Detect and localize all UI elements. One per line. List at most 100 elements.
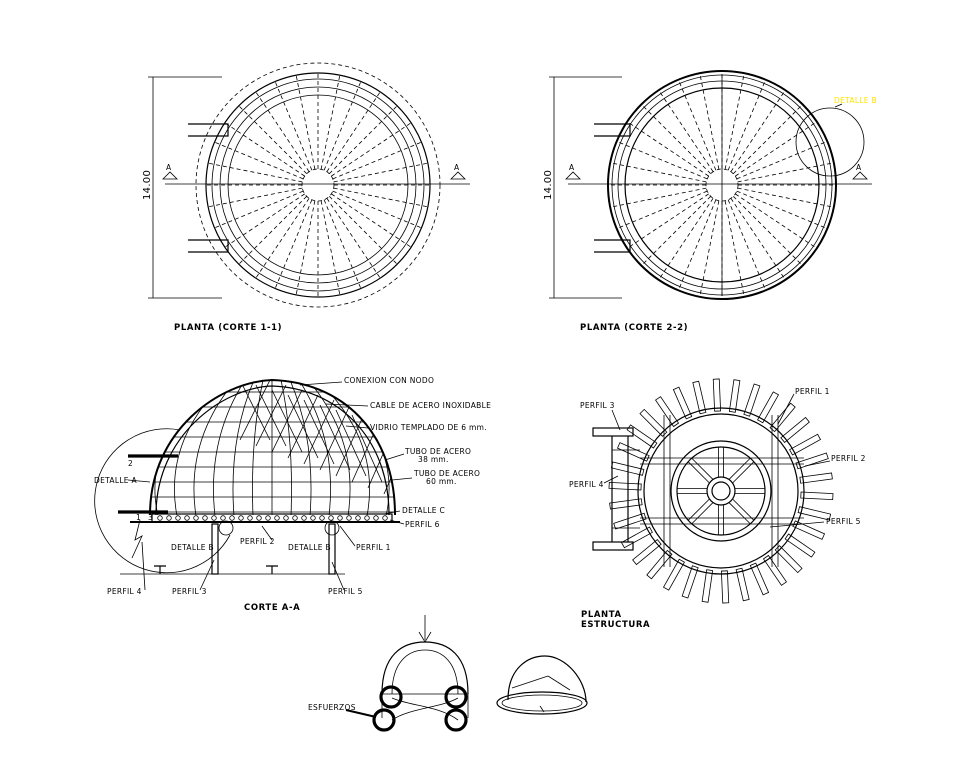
outer-spoke bbox=[769, 402, 796, 433]
radial-rib bbox=[320, 75, 341, 170]
plan2-dimension-text: 14.00 bbox=[543, 170, 554, 200]
dome-diagonal-member bbox=[303, 399, 335, 465]
radial-rib bbox=[295, 75, 316, 170]
dome-vertical-member bbox=[298, 380, 331, 515]
plan-view-1: 14.00 A A PLANTA (CORTE 1-1) bbox=[142, 62, 470, 333]
plan1-support-top bbox=[188, 123, 229, 137]
dome-diagonal-member bbox=[239, 380, 271, 441]
outer-spoke bbox=[639, 408, 668, 437]
struct-hub-outer bbox=[706, 476, 736, 506]
outer-spoke bbox=[749, 562, 770, 596]
label-vidrio: VIDRIO TEMPLADO DE 6 mm. bbox=[370, 423, 487, 432]
base-node bbox=[157, 515, 163, 521]
outer-spoke bbox=[735, 567, 750, 602]
struct-label-perfil2: PERFIL 2 bbox=[831, 454, 866, 463]
detail-a-bubble bbox=[94, 428, 231, 574]
dome-diagonal-member bbox=[255, 384, 287, 447]
arch-inner bbox=[391, 649, 459, 695]
outer-spoke bbox=[616, 442, 650, 462]
plan2-detail-leader bbox=[834, 103, 843, 108]
leader-perfil1 bbox=[339, 525, 356, 547]
outer-spoke bbox=[797, 506, 832, 521]
radial-rib bbox=[238, 105, 307, 174]
dome3d-shell bbox=[507, 655, 587, 703]
leader-perfil3 bbox=[199, 559, 215, 591]
base-node bbox=[211, 515, 217, 521]
base-node bbox=[283, 515, 289, 521]
struct-inner-ring-a bbox=[670, 440, 772, 542]
base-node bbox=[346, 515, 352, 521]
plan1-support-bottom bbox=[188, 239, 229, 253]
plan1-ring-innermost bbox=[227, 94, 409, 276]
radial-rib bbox=[255, 91, 310, 172]
outer-spoke bbox=[795, 452, 829, 470]
leader-tubo60 bbox=[391, 477, 413, 481]
plan1-section-arrow-left bbox=[162, 171, 178, 180]
label-perfil2: PERFIL 2 bbox=[240, 537, 275, 546]
dome-3d-sketch bbox=[496, 655, 588, 715]
struct-leader-p1 bbox=[777, 393, 795, 425]
dome-vertical-member bbox=[307, 380, 351, 515]
base-node bbox=[301, 515, 307, 521]
radial-rib bbox=[724, 200, 745, 297]
outer-spoke bbox=[743, 383, 761, 417]
label-detalle-c: DETALLE C bbox=[402, 506, 445, 515]
base-node bbox=[292, 515, 298, 521]
outer-spoke bbox=[626, 424, 658, 449]
dome-vertical-member bbox=[213, 380, 246, 515]
esfuerzos-label: ESFUERZOS bbox=[308, 703, 356, 712]
radial-rib bbox=[737, 187, 834, 208]
esfuerzos-leader bbox=[345, 709, 377, 718]
dome-vertical-member bbox=[280, 380, 292, 515]
plan1-radial-ribs bbox=[206, 73, 430, 297]
base-node bbox=[247, 515, 253, 521]
dome-vertical-member bbox=[174, 380, 228, 515]
base-node bbox=[310, 515, 316, 521]
stress-node-top-left bbox=[379, 685, 403, 709]
outer-spoke bbox=[712, 378, 722, 412]
radial-rib bbox=[274, 199, 313, 289]
plan1-outer-dashed-ring bbox=[195, 62, 441, 308]
radial-rib bbox=[333, 187, 428, 208]
plan2-section-arrow-right bbox=[852, 171, 868, 180]
arch-tie-cables bbox=[391, 697, 459, 721]
base-node bbox=[337, 515, 343, 521]
radial-rib bbox=[736, 190, 828, 229]
struct-support-top bbox=[592, 427, 634, 437]
base-node bbox=[328, 515, 334, 521]
column-left bbox=[211, 523, 219, 575]
base-node bbox=[238, 515, 244, 521]
base-node bbox=[319, 515, 325, 521]
outer-spoke bbox=[701, 569, 714, 603]
struct-title-line1: PLANTA bbox=[581, 610, 622, 620]
base-node bbox=[256, 515, 262, 521]
struct-leader-p5 bbox=[769, 521, 825, 528]
radial-rib bbox=[724, 73, 745, 170]
struct-outer-ring-a bbox=[637, 407, 805, 575]
outer-spoke bbox=[780, 416, 810, 444]
arch-outer bbox=[381, 641, 469, 695]
outer-spoke bbox=[662, 558, 685, 591]
outer-spoke bbox=[672, 386, 693, 420]
radial-rib bbox=[326, 91, 381, 172]
dome-diagonal-member bbox=[335, 409, 367, 477]
label-perfil3: PERFIL 3 bbox=[172, 587, 207, 596]
radial-rib bbox=[331, 122, 412, 177]
plan2-title: PLANTA (CORTE 2-2) bbox=[580, 323, 688, 333]
section-a-a: 2 1 3 CONEXION CON NODO CABLE DE ACERO I… bbox=[94, 376, 491, 613]
label-perfil6: PERFIL 6 bbox=[405, 520, 440, 529]
dome-vertical-member bbox=[154, 380, 219, 515]
plan1-ring-outer bbox=[205, 72, 431, 298]
plan2-ring-outer bbox=[607, 70, 837, 300]
radial-rib bbox=[224, 193, 305, 248]
struct-support-bottom bbox=[592, 541, 634, 551]
dome-vertical-member bbox=[289, 380, 312, 515]
label-cable: CABLE DE ACERO INOXIDABLE bbox=[370, 401, 491, 410]
leader-perfil6 bbox=[389, 519, 405, 525]
radial-rib bbox=[626, 121, 709, 177]
label-perfil4: PERFIL 4 bbox=[107, 587, 142, 596]
outer-spoke bbox=[620, 526, 653, 549]
dome-diagonal-member bbox=[287, 394, 319, 459]
plan2-section-mark-right: A bbox=[856, 163, 862, 172]
